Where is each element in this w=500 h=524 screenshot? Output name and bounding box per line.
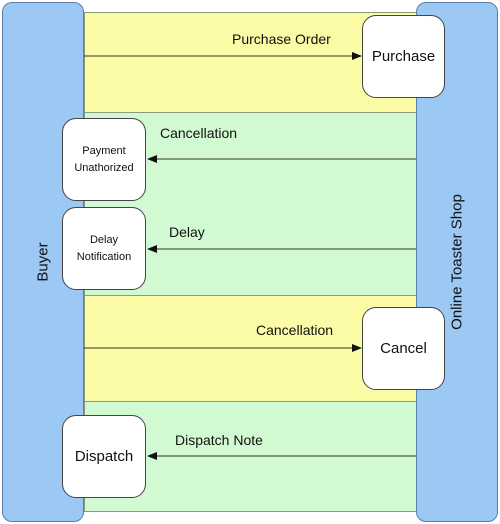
dispatch-box-label: Dispatch — [74, 448, 134, 465]
payment-box-line1: Payment — [82, 145, 126, 157]
cancellation-label-1: Cancellation — [160, 125, 238, 141]
delay-box-line2: Notification — [76, 250, 132, 263]
dispatch-box: Dispatch — [62, 415, 146, 498]
purchase-box: Purchase — [362, 15, 445, 98]
delay-box-line1: Delay — [89, 234, 119, 246]
payment-box-line2: Unathorized — [74, 161, 134, 174]
cancel-box-label: Cancel — [380, 340, 427, 357]
cancel-box: Cancel — [362, 307, 445, 390]
purchase-order-label: Purchase Order — [232, 31, 331, 47]
payment-unauthorized-box: Payment Unathorized — [62, 118, 146, 201]
delay-label: Delay — [169, 224, 205, 240]
dispatch-note-label: Dispatch Note — [175, 432, 263, 448]
delay-notification-box: Delay Notification — [62, 207, 146, 290]
purchase-box-label: Purchase — [371, 48, 436, 65]
cancellation-label-2: Cancellation — [256, 322, 334, 338]
